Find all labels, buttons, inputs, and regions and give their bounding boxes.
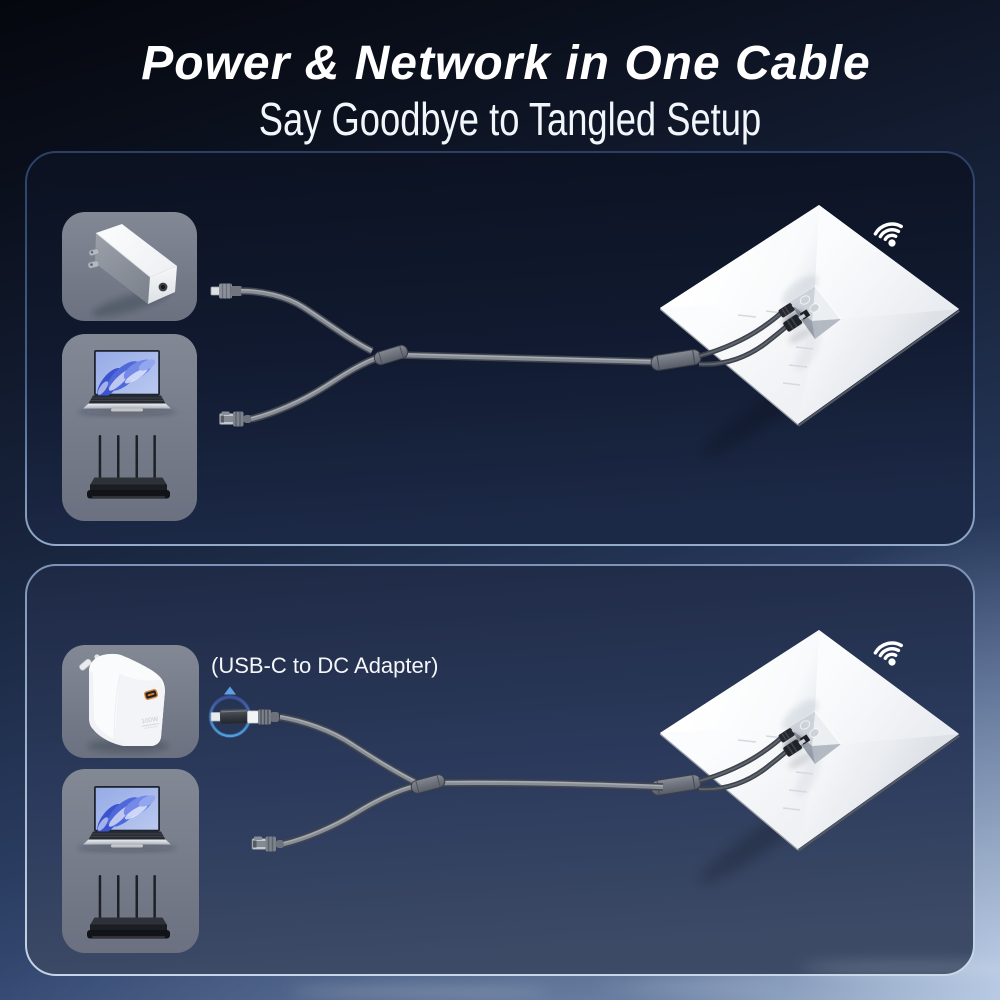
svg-text:100W: 100W	[141, 716, 160, 726]
svg-text:(USB-C to DC Adapter): (USB-C to DC Adapter)	[211, 653, 438, 678]
